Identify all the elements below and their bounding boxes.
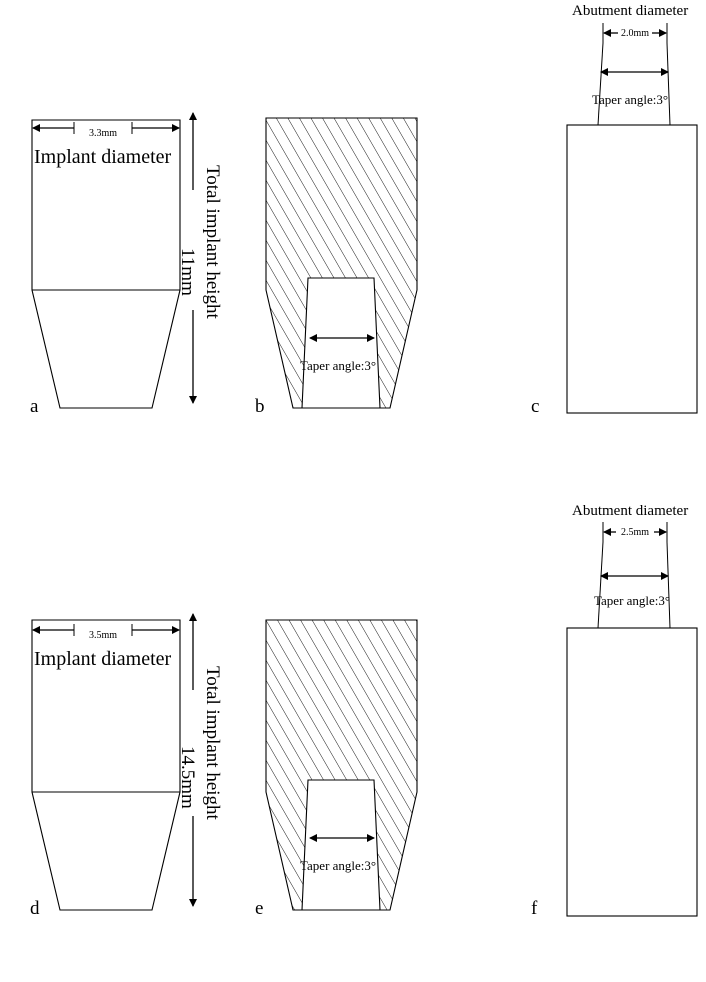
- panel-f: Abutment diameter 2.5mm Taper angle:3° f: [531, 503, 698, 919]
- height-value: 11mm: [177, 248, 198, 296]
- abutment-body: [566, 627, 698, 917]
- abutment-body: [566, 124, 698, 414]
- taper-label: Taper angle:3°: [300, 858, 376, 873]
- implant-diameter-label: Implant diameter: [34, 648, 172, 670]
- panel-d: 3.5mm Implant diameter Total implant hei…: [30, 613, 223, 919]
- taper-label: Taper angle:3°: [594, 593, 670, 608]
- panel-letter: d: [30, 898, 40, 919]
- panel-letter: c: [531, 396, 539, 417]
- panel-letter: e: [255, 898, 263, 919]
- abutment-taper-side-right: [666, 541, 671, 629]
- abutment-title: Abutment diameter: [572, 3, 688, 19]
- abutment-taper-side-left: [597, 42, 604, 126]
- panel-c: Abutment diameter 2.0mm Taper angle:3° c: [531, 3, 698, 417]
- panel-b: Taper angle:3° b: [255, 117, 418, 417]
- panel-letter: b: [255, 396, 265, 417]
- panel-a: 3.3mm Implant diameter Total implant hei…: [30, 112, 223, 417]
- abutment-title: Abutment diameter: [572, 503, 688, 519]
- diameter-value: 3.3mm: [89, 128, 117, 139]
- taper-label: Taper angle:3°: [300, 358, 376, 373]
- height-label: Total implant height: [202, 165, 223, 320]
- abutment-diameter-value: 2.0mm: [621, 28, 649, 39]
- implant-diameter-label: Implant diameter: [34, 146, 172, 168]
- implant-section-hatched: [265, 619, 418, 911]
- implant-section-hatched: [265, 117, 418, 409]
- abutment-taper-side-right: [666, 42, 671, 126]
- height-value: 14.5mm: [177, 746, 198, 809]
- diameter-value: 3.5mm: [89, 630, 117, 641]
- taper-label: Taper angle:3°: [592, 92, 668, 107]
- abutment-taper-side-left: [597, 541, 604, 629]
- panel-e: Taper angle:3° e: [255, 619, 418, 919]
- panel-letter: a: [30, 396, 39, 417]
- abutment-diameter-value: 2.5mm: [621, 527, 649, 538]
- height-label: Total implant height: [202, 666, 223, 821]
- panel-letter: f: [531, 898, 538, 919]
